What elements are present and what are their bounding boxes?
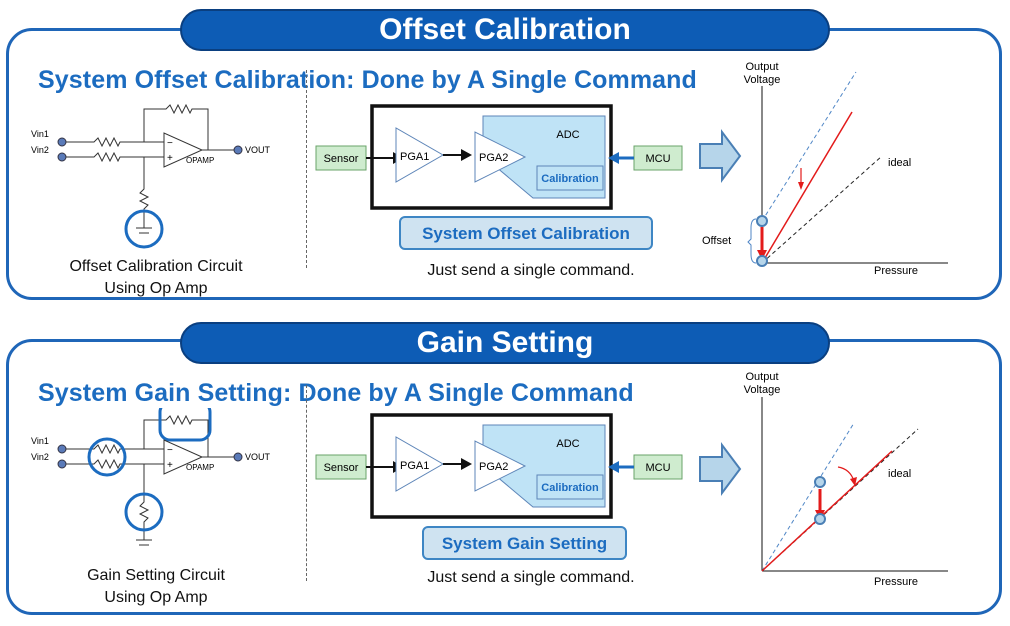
ground-resistor bbox=[138, 464, 150, 536]
offset-bracket bbox=[747, 218, 757, 264]
feedback-resistor bbox=[143, 103, 209, 150]
offset-note: Just send a single command. bbox=[427, 262, 635, 279]
vin2-terminal bbox=[57, 152, 67, 162]
offset-graph: Output Voltage Pressure ideal Offset bbox=[699, 61, 948, 277]
gain-divider bbox=[306, 385, 307, 581]
sensor-label: Sensor bbox=[324, 462, 359, 474]
resistor-in2 bbox=[66, 151, 164, 163]
ylabel-voltage: Voltage bbox=[744, 384, 781, 396]
vout-label: VOUT bbox=[245, 452, 271, 462]
feedback-resistor bbox=[143, 414, 209, 457]
gain-circuit: Vin1 Vin2 − + OPAMP VOUT bbox=[31, 408, 271, 546]
vin2-label: Vin2 bbox=[31, 145, 49, 155]
gain-title-banner: Gain Setting bbox=[180, 322, 830, 364]
calibration-box bbox=[536, 165, 604, 191]
vin2-terminal bbox=[57, 459, 67, 469]
offset-circuit-caption: Offset Calibration Circuit Using Op Amp bbox=[40, 256, 272, 300]
offset-divider bbox=[306, 70, 307, 268]
offset-circuit: Vin1 Vin2 − + OPAMP VOUT bbox=[31, 103, 271, 249]
high-gain-point bbox=[814, 476, 826, 488]
resistor-in1 bbox=[66, 136, 164, 148]
offset-line bbox=[761, 71, 857, 222]
origin-point bbox=[756, 255, 768, 267]
pga1-label: PGA1 bbox=[400, 151, 429, 163]
ideal-label: ideal bbox=[888, 157, 911, 169]
caption-line2: Using Op Amp bbox=[104, 589, 208, 606]
flow-arrow bbox=[699, 129, 742, 183]
high-gain-line bbox=[761, 422, 855, 572]
ground-resistor bbox=[138, 157, 150, 219]
vin2-label: Vin2 bbox=[31, 452, 49, 462]
corrected-point bbox=[814, 513, 826, 525]
offset-label: Offset bbox=[702, 235, 731, 247]
gain-subtitle: System Gain Setting: Done by A Single Co… bbox=[38, 379, 634, 407]
offset-subtitle: System Offset Calibration: Done by A Sin… bbox=[38, 66, 697, 94]
opamp-symbol bbox=[163, 132, 204, 168]
corrected-line bbox=[761, 111, 853, 264]
ylabel-voltage: Voltage bbox=[744, 74, 781, 86]
mcu-box bbox=[633, 145, 683, 171]
vin1-terminal bbox=[57, 137, 67, 147]
opamp-label: OPAMP bbox=[186, 463, 214, 472]
pga2-label: PGA2 bbox=[479, 152, 508, 164]
minus-sign: − bbox=[167, 138, 173, 149]
adc-label: ADC bbox=[556, 129, 579, 141]
input-resistor-highlight bbox=[87, 437, 127, 477]
opamp-label: OPAMP bbox=[186, 156, 214, 165]
adc-label: ADC bbox=[556, 438, 579, 450]
ideal-label: ideal bbox=[888, 468, 911, 480]
gain-highlight-label: System Gain Setting bbox=[422, 526, 627, 560]
vin1-terminal bbox=[57, 444, 67, 454]
vout-terminal bbox=[233, 145, 243, 155]
gain-note: Just send a single command. bbox=[427, 569, 635, 586]
minus-sign: − bbox=[167, 445, 173, 456]
mcu-label: MCU bbox=[645, 153, 670, 165]
vin1-label: Vin1 bbox=[31, 436, 49, 446]
plus-sign: + bbox=[167, 153, 173, 164]
xlabel-pressure: Pressure bbox=[874, 576, 918, 588]
calibration-label: Calibration bbox=[541, 173, 599, 185]
pga1-symbol bbox=[395, 127, 445, 183]
offset-block-diagram: Sensor PGA1 ADC PGA2 Calibration MCU bbox=[315, 104, 683, 210]
offset-highlight-circle bbox=[124, 209, 164, 249]
vout-label: VOUT bbox=[245, 145, 271, 155]
calibration-box bbox=[536, 474, 604, 500]
ylabel-output: Output bbox=[745, 61, 778, 73]
plus-sign: + bbox=[167, 460, 173, 471]
gain-graph: Output Voltage Pressure ideal bbox=[699, 371, 948, 588]
gain-block-diagram: Sensor PGA1 ADC PGA2 Calibration MCU bbox=[315, 413, 683, 519]
caption-line1: Offset Calibration Circuit bbox=[69, 258, 243, 275]
xlabel-pressure: Pressure bbox=[874, 265, 918, 277]
pga1-label: PGA1 bbox=[400, 460, 429, 472]
pga1-symbol bbox=[395, 436, 445, 492]
corrected-line bbox=[761, 450, 893, 572]
feedback-highlight bbox=[158, 408, 212, 442]
resistor-in1 bbox=[66, 443, 164, 455]
caption-line2: Using Op Amp bbox=[104, 280, 208, 297]
offset-title-banner: Offset Calibration bbox=[180, 9, 830, 51]
gain-section: Gain Setting System Gain Setting: Done b… bbox=[0, 313, 1010, 626]
calibration-label: Calibration bbox=[541, 482, 599, 494]
ylabel-output: Output bbox=[745, 371, 778, 383]
opamp-symbol bbox=[163, 439, 204, 475]
resistor-in2 bbox=[66, 458, 164, 470]
sensor-box bbox=[315, 145, 367, 171]
gain-circuit-caption: Gain Setting Circuit Using Op Amp bbox=[40, 565, 272, 609]
pga2-symbol bbox=[474, 131, 527, 183]
vout-terminal bbox=[233, 452, 243, 462]
ground-resistor-highlight bbox=[124, 492, 164, 532]
offset-highlight-label: System Offset Calibration bbox=[399, 216, 653, 250]
ideal-line bbox=[761, 155, 883, 264]
pga2-label: PGA2 bbox=[479, 461, 508, 473]
caption-line1: Gain Setting Circuit bbox=[87, 567, 225, 584]
sensor-label: Sensor bbox=[324, 153, 359, 165]
pga2-symbol bbox=[474, 440, 527, 492]
flow-arrow bbox=[699, 442, 742, 496]
offset-section: Offset Calibration System Offset Calibra… bbox=[6, 9, 1002, 300]
mcu-label: MCU bbox=[645, 462, 670, 474]
offset-point bbox=[756, 215, 768, 227]
vin1-label: Vin1 bbox=[31, 129, 49, 139]
